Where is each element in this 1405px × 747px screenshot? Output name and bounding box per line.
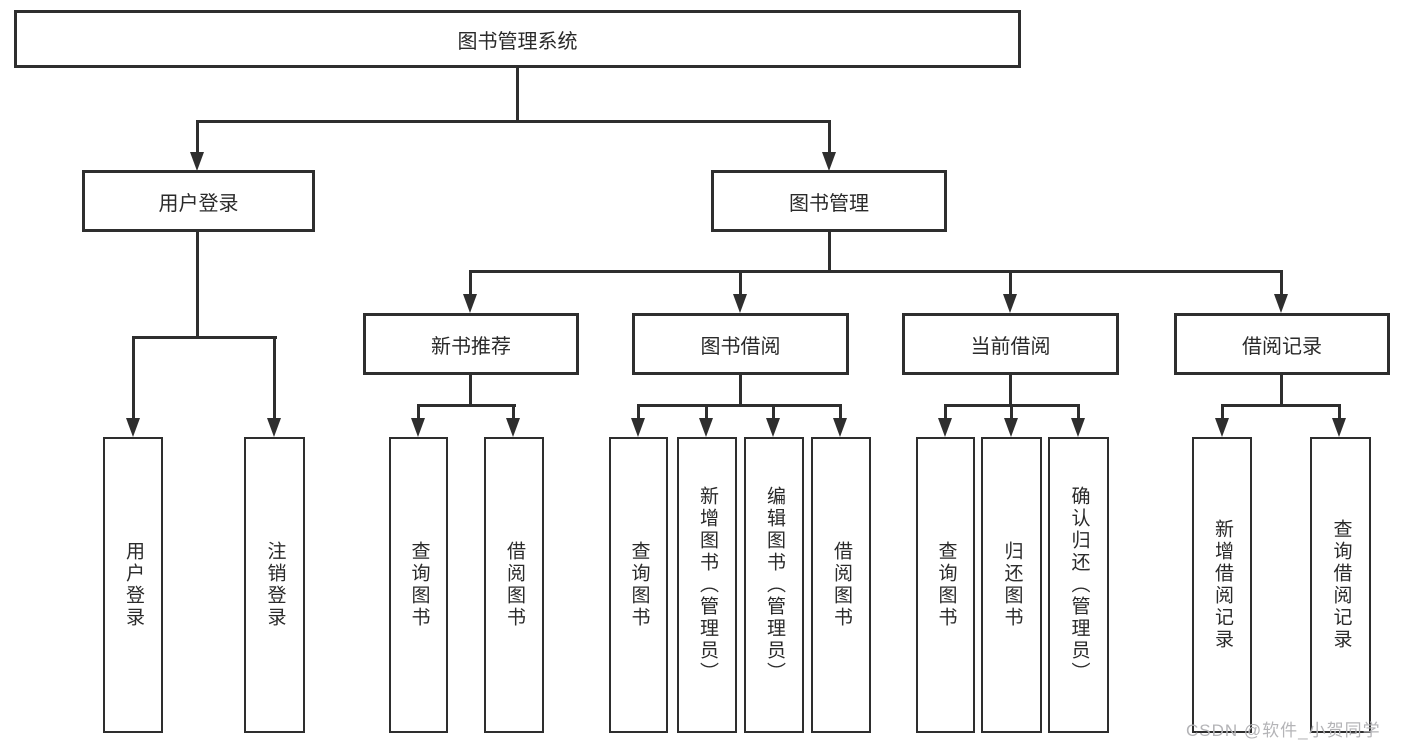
connector-group-b-bar [637,404,842,407]
connector-user-login-bar [132,336,277,339]
connector-arrowhead [190,152,204,171]
node-label: 图书管理系统 [457,30,578,53]
connector-arrowhead [506,418,520,437]
connector-group-d-stem [1280,375,1283,407]
connector-arrowhead [1071,418,1085,437]
connector-book-mgmt-stem [828,232,831,273]
connector-arrowhead [267,418,281,437]
connector-drop-leaf [512,404,515,419]
node-label: 借阅图书 [503,541,525,629]
node-book-borrow: 图书借阅 [632,313,849,375]
connector-drop-borrow-records [1280,270,1283,295]
node-label: 新增图书（管理员） [696,486,718,684]
connector-drop-current-borrow [1009,270,1012,295]
connector-drop-login-leaf [132,336,135,419]
connector-drop-leaf [637,404,640,419]
node-new-book-recommend: 新书推荐 [363,313,579,375]
node-label: 借阅图书 [830,541,852,629]
connector-drop-user-login [196,120,199,154]
connector-arrowhead [1004,418,1018,437]
connector-drop-leaf [705,404,708,419]
connector-drop-leaf [772,404,775,419]
node-user-login: 用户登录 [82,170,315,232]
node-leaf-add-books-admin: 新增图书（管理员） [677,437,737,733]
connector-arrowhead [126,418,140,437]
node-label: 当前借阅 [970,335,1051,358]
connector-drop-leaf [839,404,842,419]
node-label: 归还图书 [1001,541,1023,629]
connector-group-b-stem [739,375,742,407]
connector-root-bar [196,120,831,123]
node-label: 用户登录 [122,541,144,629]
node-label: 注销登录 [264,541,286,629]
node-leaf-query-borrow-record: 查询借阅记录 [1310,437,1371,733]
connector-drop-leaf [1077,404,1080,419]
connector-user-login-stem [196,232,199,339]
node-leaf-add-borrow-record: 新增借阅记录 [1192,437,1252,733]
node-label: 新增借阅记录 [1211,519,1233,651]
connector-arrowhead [938,418,952,437]
node-leaf-edit-books-admin: 编辑图书（管理员） [744,437,804,733]
connector-arrowhead [833,418,847,437]
node-label: 查询借阅记录 [1330,519,1352,651]
connector-group-a-bar [417,404,516,407]
connector-group-d-bar [1221,404,1341,407]
node-label: 查询图书 [628,541,650,629]
connector-root-stem [516,68,519,122]
connector-drop-new-book-recommend [469,270,472,295]
node-leaf-user-login: 用户登录 [103,437,163,733]
connector-arrowhead [463,294,477,313]
node-label: 确认归还（管理员） [1068,486,1090,684]
connector-drop-leaf [944,404,947,419]
node-label: 借阅记录 [1242,335,1322,358]
node-borrow-records: 借阅记录 [1174,313,1390,375]
node-leaf-query-books-current: 查询图书 [916,437,975,733]
node-label: 编辑图书（管理员） [763,486,785,684]
node-label: 用户登录 [158,192,239,215]
connector-drop-leaf [1010,404,1013,419]
connector-drop-leaf [417,404,420,419]
node-library-management-system: 图书管理系统 [14,10,1021,68]
connector-group-a-stem [469,375,472,407]
node-book-management: 图书管理 [711,170,947,232]
connector-drop-book-management [828,120,831,154]
connector-arrowhead [631,418,645,437]
connector-arrowhead [1003,294,1017,313]
node-leaf-borrow-books: 借阅图书 [811,437,871,733]
connector-arrowhead [1274,294,1288,313]
connector-arrowhead [766,418,780,437]
connector-drop-book-borrow [739,270,742,295]
csdn-watermark: CSDN @软件_小贺同学 [1186,721,1381,740]
connector-drop-leaf [1221,404,1224,419]
connector-drop-logout-leaf [273,336,276,419]
node-current-borrow: 当前借阅 [902,313,1119,375]
node-leaf-return-books: 归还图书 [981,437,1042,733]
node-label: 新书推荐 [431,335,511,358]
connector-arrowhead [1332,418,1346,437]
connector-arrowhead [699,418,713,437]
connector-book-mgmt-bar [469,270,1283,273]
node-label: 查询图书 [408,541,430,629]
connector-drop-leaf [1338,404,1341,419]
node-leaf-query-books-recommend: 查询图书 [389,437,448,733]
connector-arrowhead [411,418,425,437]
node-leaf-borrow-books-recommend: 借阅图书 [484,437,544,733]
connector-arrowhead [733,294,747,313]
node-leaf-confirm-return-admin: 确认归还（管理员） [1048,437,1109,733]
node-label: 查询图书 [935,541,957,629]
connector-arrowhead [1215,418,1229,437]
node-leaf-query-books-borrow: 查询图书 [609,437,668,733]
node-label: 图书管理 [789,192,869,215]
connector-group-c-stem [1009,375,1012,407]
connector-arrowhead [822,152,836,171]
node-label: 图书借阅 [700,335,781,358]
node-leaf-logout: 注销登录 [244,437,305,733]
